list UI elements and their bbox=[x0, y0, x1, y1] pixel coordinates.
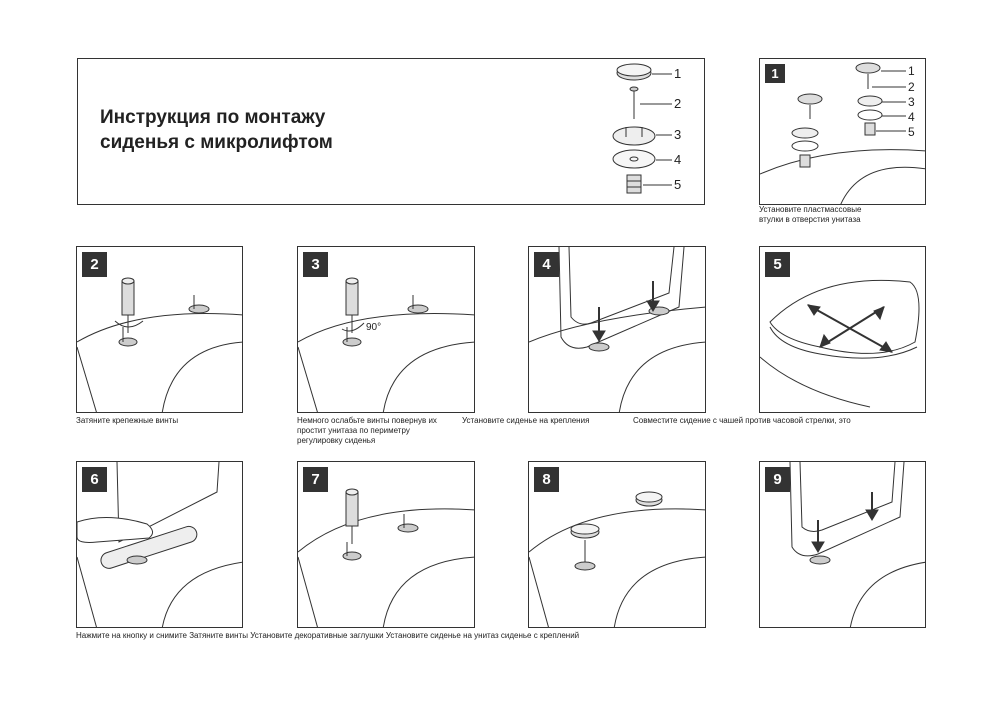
part-number-4: 4 bbox=[674, 152, 682, 167]
step-1-part-3: 3 bbox=[908, 95, 915, 109]
step-9-badge: 9 bbox=[765, 467, 790, 492]
step-3-panel: 3 90° bbox=[297, 246, 475, 413]
step-4-panel: 4 bbox=[528, 246, 706, 413]
step-9-drawing bbox=[789, 462, 925, 627]
step-3-drawing bbox=[298, 277, 474, 412]
step-8-panel: 8 bbox=[528, 461, 706, 628]
step-1-drawing bbox=[760, 62, 925, 204]
step-1-panel: 1 1 2 3 4 5 bbox=[759, 58, 926, 205]
step-8-badge: 8 bbox=[534, 467, 559, 492]
step-4-caption: Установите сиденье на крепления bbox=[462, 416, 590, 425]
step-5-badge: 5 bbox=[765, 252, 790, 277]
step-7-panel: 7 bbox=[297, 461, 475, 628]
step-1-part-5: 5 bbox=[908, 125, 915, 139]
part-number-3: 3 bbox=[674, 127, 682, 142]
part-number-1: 1 bbox=[674, 66, 682, 81]
step-1-caption: Установите пластмассовые втулки в отверс… bbox=[759, 205, 862, 224]
step-2-panel: 2 bbox=[76, 246, 243, 413]
bottom-caption: Нажмите на кнопку и снимите Затяните вин… bbox=[76, 631, 580, 640]
step-2-badge: 2 bbox=[82, 252, 107, 277]
step-3-caption: Немного ослабьте винты повернув их прост… bbox=[297, 416, 437, 445]
step-5-drawing bbox=[760, 279, 920, 408]
page-title: Инструкция по монтажу сиденья с микролиф… bbox=[100, 107, 333, 153]
step-5-panel: 5 bbox=[759, 246, 926, 413]
step-2-drawing bbox=[77, 277, 242, 412]
title-panel: Инструкция по монтажу сиденья с микролиф… bbox=[77, 58, 705, 205]
step-1-badge: 1 bbox=[765, 64, 785, 83]
step-5-caption: Совместите сидение с чашей против часово… bbox=[633, 416, 851, 425]
part-number-5: 5 bbox=[674, 177, 682, 192]
step-8-drawing bbox=[529, 491, 705, 627]
step-7-drawing bbox=[298, 488, 474, 627]
step-1-part-1: 1 bbox=[908, 64, 915, 78]
rotation-angle-label: 90° bbox=[366, 322, 382, 333]
step-9-panel: 9 bbox=[759, 461, 926, 628]
step-4-drawing bbox=[529, 247, 705, 412]
step-1-part-4: 4 bbox=[908, 110, 915, 124]
step-3-badge: 3 bbox=[303, 252, 328, 277]
parts-list-drawing bbox=[612, 63, 672, 194]
step-6-drawing bbox=[77, 462, 242, 627]
step-6-badge: 6 bbox=[82, 467, 107, 492]
step-6-panel: 6 bbox=[76, 461, 243, 628]
step-7-badge: 7 bbox=[303, 467, 328, 492]
step-1-part-2: 2 bbox=[908, 80, 915, 94]
step-2-caption: Затяните крепежные винты bbox=[76, 416, 179, 425]
part-number-2: 2 bbox=[674, 96, 682, 111]
step-4-badge: 4 bbox=[534, 252, 559, 277]
